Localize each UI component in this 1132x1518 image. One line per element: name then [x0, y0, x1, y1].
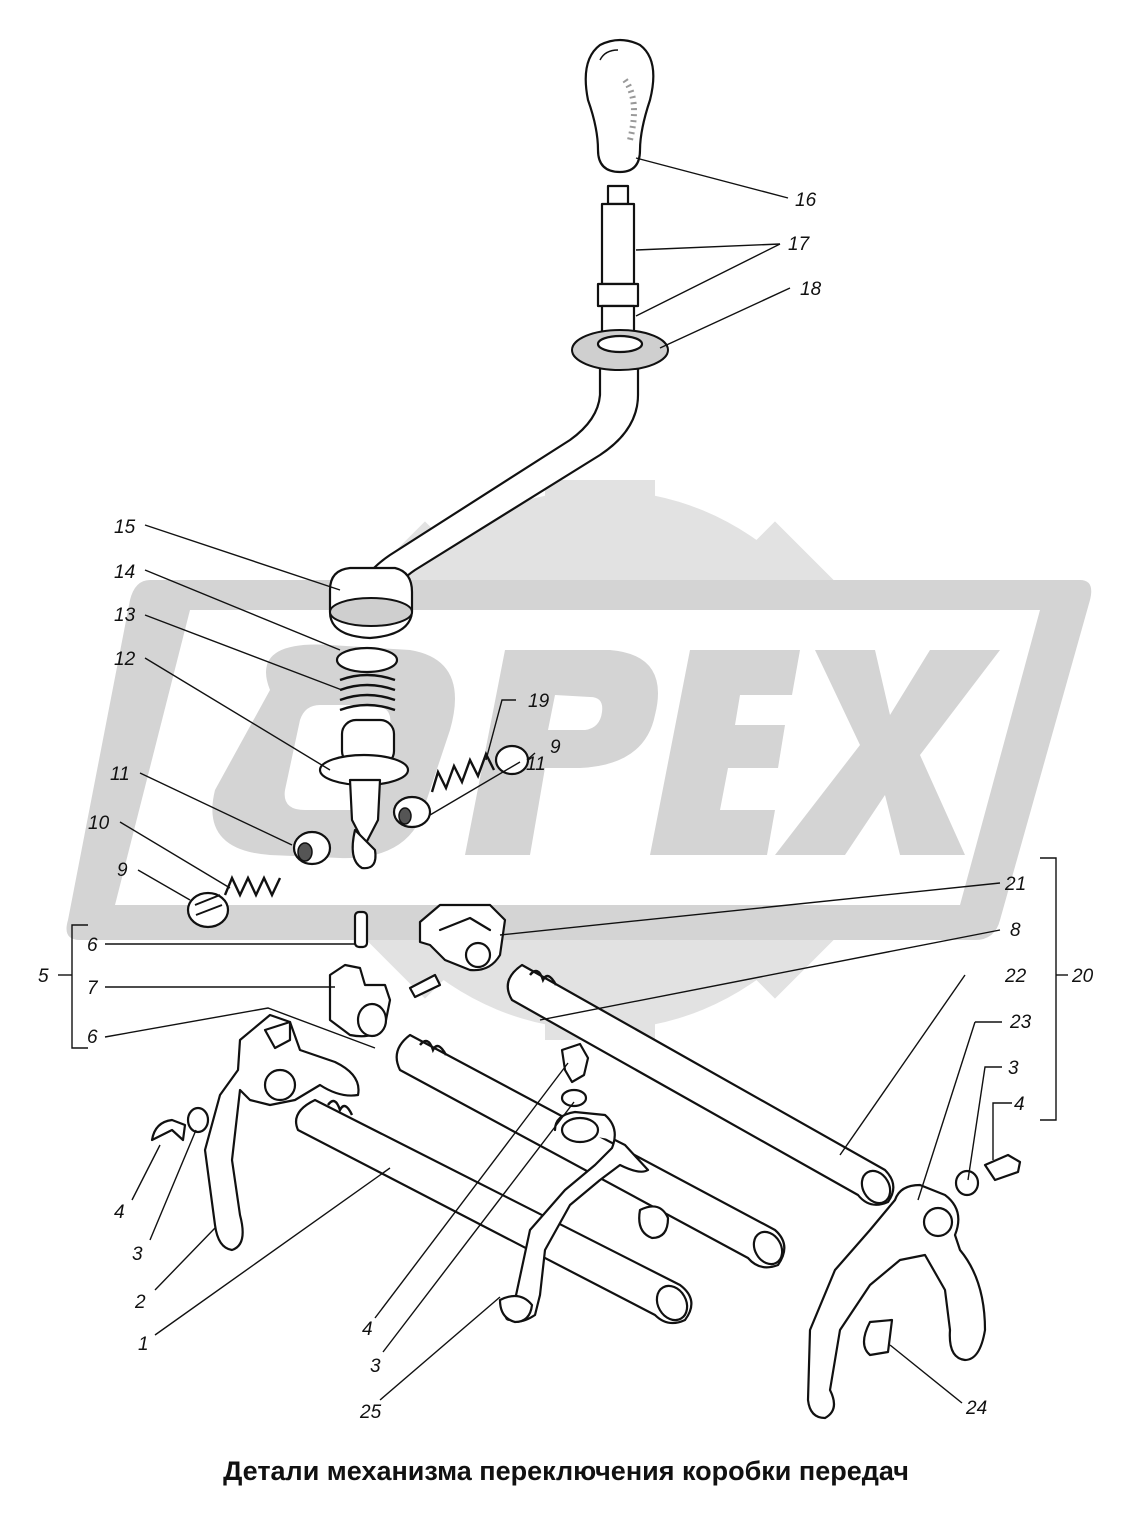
lever-spring	[339, 673, 396, 712]
callout-13: 13	[114, 605, 136, 626]
callout-6-top: 6	[87, 935, 98, 956]
bolts-and-washers	[150, 1042, 1022, 1197]
figure-caption: Детали механизма переключения коробки пе…	[223, 1456, 909, 1486]
callout-4-middle: 4	[362, 1319, 373, 1340]
callout-1: 1	[138, 1334, 149, 1355]
callout-9-left: 9	[117, 860, 128, 881]
set-screw	[408, 973, 442, 999]
callout-5: 5	[38, 966, 49, 987]
callout-7: 7	[87, 978, 99, 999]
opex-watermark-logo	[66, 480, 1092, 1040]
interlock-block	[418, 903, 507, 972]
ball-cap	[328, 566, 414, 640]
callout-11-right: 11	[526, 754, 546, 775]
callout-3-right: 3	[1008, 1058, 1019, 1079]
callout-19: 19	[528, 691, 550, 712]
callout-21: 21	[1004, 874, 1026, 895]
callout-18: 18	[800, 279, 822, 300]
shift-fork-23	[806, 1183, 987, 1420]
lever-lower-body	[318, 718, 410, 870]
callout-23: 23	[1009, 1012, 1032, 1033]
lever-washer	[571, 329, 669, 371]
callout-22: 22	[1004, 966, 1027, 987]
shift-fork-2	[203, 1013, 360, 1252]
right-plug-spring-sleeve	[392, 744, 530, 829]
callout-4-right: 4	[1014, 1094, 1025, 1115]
callout-14: 14	[114, 562, 135, 583]
callout-24: 24	[965, 1398, 987, 1419]
callout-8: 8	[1010, 920, 1021, 941]
callout-3-left: 3	[132, 1244, 143, 1265]
pin-and-locking-block	[328, 910, 392, 1038]
callout-11-left: 11	[110, 764, 130, 785]
callout-3-middle: 3	[370, 1356, 381, 1377]
callout-4-left: 4	[114, 1202, 125, 1223]
callout-25: 25	[359, 1402, 382, 1423]
callout-15: 15	[114, 517, 136, 538]
callout-10: 10	[88, 813, 110, 834]
callout-2: 2	[134, 1292, 146, 1313]
shift-rails	[294, 963, 895, 1325]
gear-knob	[584, 38, 655, 174]
left-plug-spring-sleeve	[186, 830, 332, 929]
callout-9-right: 9	[550, 737, 561, 758]
leader-lines	[58, 157, 1068, 1404]
seal-washer	[335, 646, 399, 674]
wing-bolt	[862, 1318, 894, 1357]
callout-20: 20	[1071, 966, 1094, 987]
callout-16: 16	[795, 190, 817, 211]
callout-labels: 16 17 18 15 14 13 12 19 9 11 11 10 9 21 …	[38, 190, 1094, 1423]
callout-6-bottom: 6	[87, 1027, 98, 1048]
callout-17: 17	[788, 234, 811, 255]
shift-fork-25	[498, 1110, 670, 1324]
callout-12: 12	[114, 649, 136, 670]
